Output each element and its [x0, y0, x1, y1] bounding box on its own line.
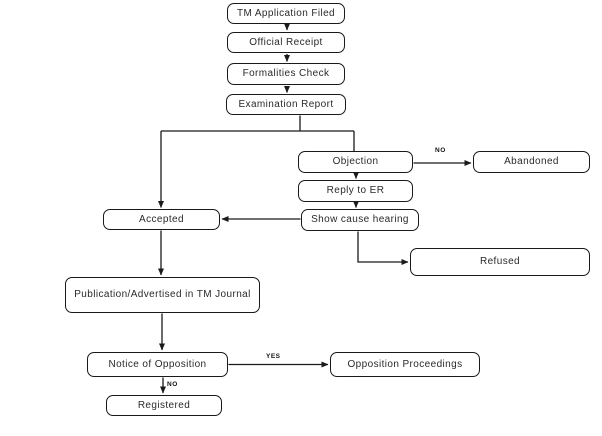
- node-formalities-check: Formalities Check: [227, 63, 345, 85]
- node-reply-to-er: Reply to ER: [298, 180, 413, 202]
- node-accepted: Accepted: [103, 209, 220, 230]
- node-opposition-proceedings: Opposition Proceedings: [330, 352, 480, 377]
- node-refused: Refused: [410, 248, 590, 276]
- node-registered: Registered: [106, 395, 222, 416]
- node-examination-report: Examination Report: [226, 94, 346, 115]
- node-show-cause-hearing: Show cause hearing: [301, 209, 419, 231]
- edge-showcause-to-refused: [357, 231, 409, 265]
- node-abandoned: Abandoned: [473, 151, 590, 173]
- edge-label-no-registered: NO: [167, 381, 178, 388]
- node-objection: Objection: [298, 151, 413, 173]
- node-tm-application-filed: TM Application Filed: [227, 3, 345, 24]
- node-notice-of-opposition: Notice of Opposition: [87, 352, 228, 377]
- node-official-receipt: Official Receipt: [227, 32, 345, 53]
- edge-label-no-abandoned: NO: [435, 147, 446, 154]
- node-publication-tm-journal: Publication/Advertised in TM Journal: [65, 277, 260, 313]
- edge-label-yes-opposition: YES: [266, 353, 281, 360]
